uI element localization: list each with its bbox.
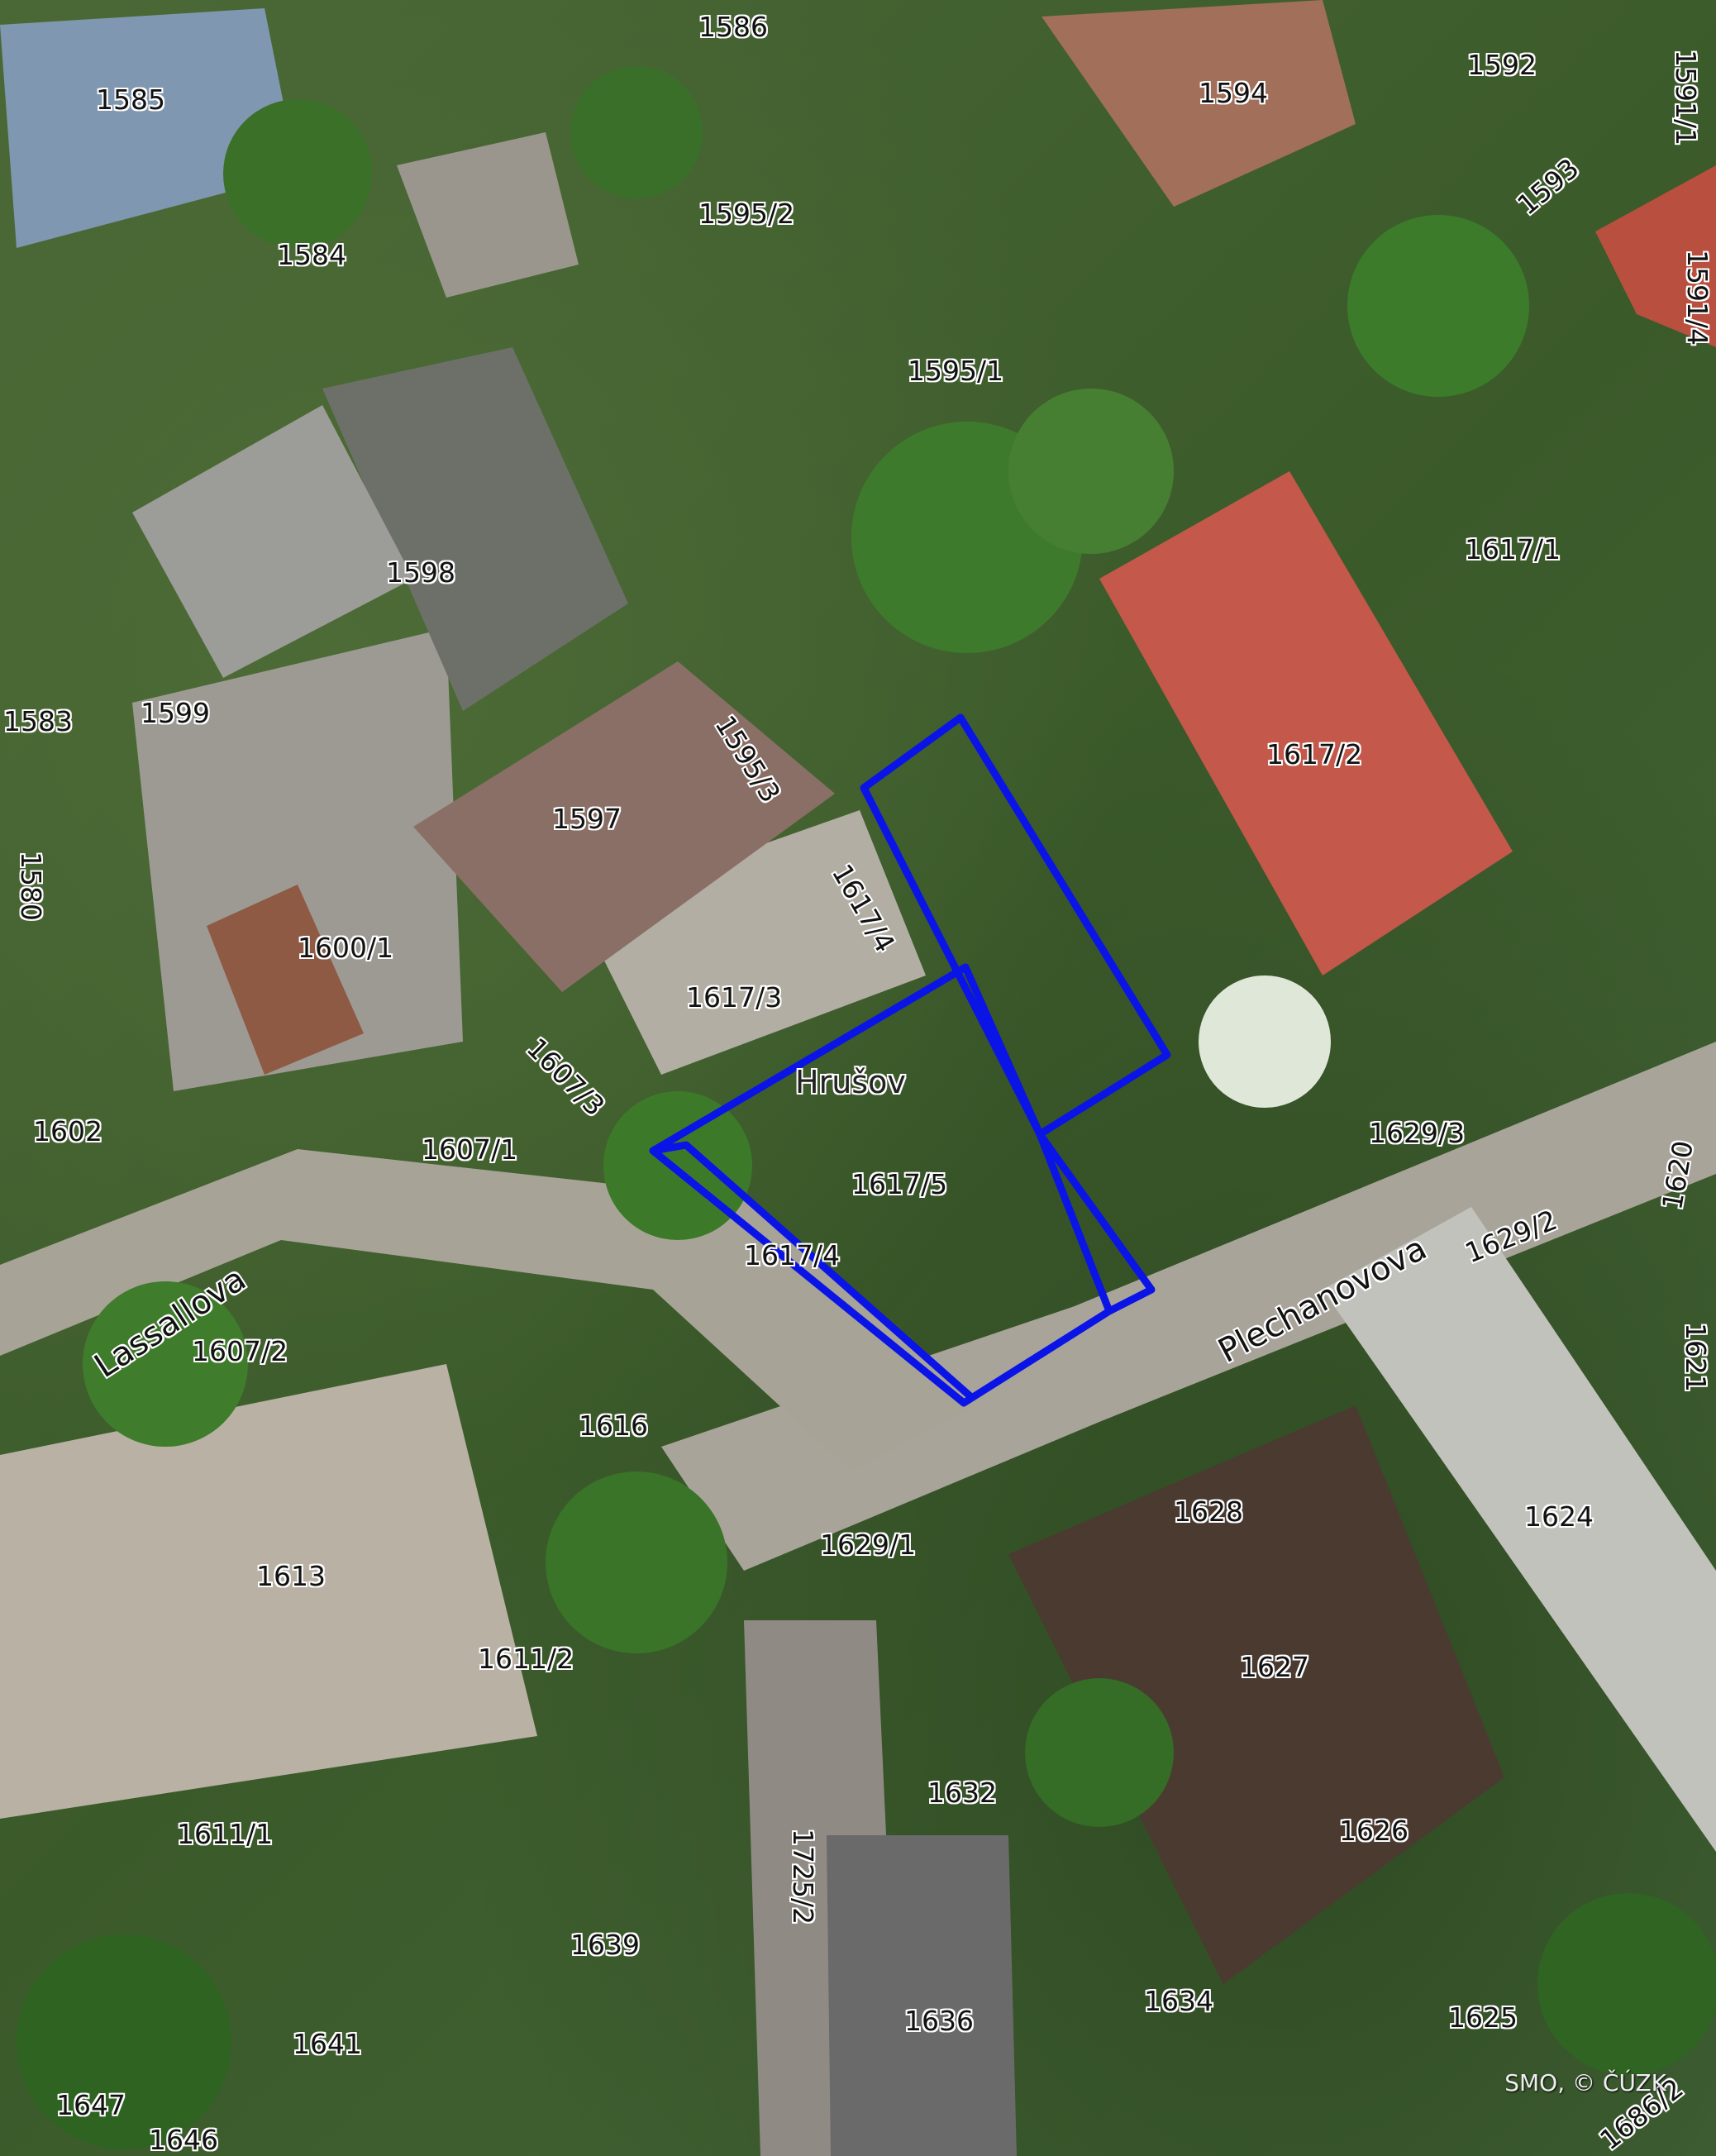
parcel-label-1611-2[interactable]: 1611/2 [478,1643,574,1675]
parcel-label-1595-1[interactable]: 1595/1 [908,355,1004,387]
garden-1628 [1008,1405,1504,1984]
parcel-label-1617-2[interactable]: 1617/2 [1266,738,1363,770]
tree-canopy [546,1472,727,1653]
parcel-label-1639[interactable]: 1639 [570,1929,640,1961]
tree-canopy [1347,215,1529,397]
locality-label: Hrušov [795,1064,906,1100]
yard-west [0,1364,537,1819]
tree-canopy [1199,975,1331,1108]
building-1585 [0,8,298,248]
parcel-label-1586[interactable]: 1586 [698,11,768,43]
highlighted-parcels [649,713,1171,1407]
parcel-label-1636[interactable]: 1636 [904,2005,974,2037]
parcel-label-1595-2[interactable]: 1595/2 [698,198,795,230]
parcel-label-1647[interactable]: 1647 [56,2089,126,2121]
parcel-label-1634[interactable]: 1634 [1144,1985,1213,2017]
parcel-label-1599[interactable]: 1599 [141,697,210,729]
parcel-label-1583[interactable]: 1583 [3,705,73,737]
road-plechanovova [661,1042,1716,1571]
parcel-label-1617-1[interactable]: 1617/1 [1465,533,1561,565]
tree-canopy [1008,389,1174,554]
parcel-label-1591-4[interactable]: 1591/4 [1681,250,1714,346]
tree-canopy [17,1934,231,2149]
parcel-label-1617-4-south[interactable]: 1617/4 [744,1239,841,1271]
parcel-label-1602[interactable]: 1602 [33,1115,102,1147]
parcel-label-1625[interactable]: 1625 [1448,2001,1518,2034]
copyright-notice: SMO, © ČÚZK [1504,2069,1666,2096]
parcel-label-1597[interactable]: 1597 [552,803,622,835]
parcel-label-1592[interactable]: 1592 [1467,49,1537,81]
tree-canopy [570,66,703,198]
parcel-label-1613[interactable]: 1613 [256,1560,326,1592]
parcel-label-1607-2[interactable]: 1607/2 [192,1335,288,1367]
tree-canopy [223,99,372,248]
parcel-label-1629-1[interactable]: 1629/1 [820,1529,917,1561]
parcel-label-1616[interactable]: 1616 [579,1410,648,1442]
building-garage [132,405,413,678]
parcel-label-1621[interactable]: 1621 [1680,1323,1712,1392]
building-1617-2 [1099,471,1513,975]
yard-center [579,810,926,1075]
parcel-label-1600-1[interactable]: 1600/1 [298,932,394,964]
parcel-label-1627[interactable]: 1627 [1240,1651,1309,1683]
parcel-label-1626[interactable]: 1626 [1339,1815,1409,1847]
parcel-label-1598[interactable]: 1598 [386,556,455,589]
parcel-label-1617-5[interactable]: 1617/5 [851,1168,948,1200]
parcel-label-1584[interactable]: 1584 [277,239,346,271]
parcel-label-1646[interactable]: 1646 [149,2124,218,2156]
parcel-outline-1617-4-south [652,1141,974,1400]
parcel-label-1632[interactable]: 1632 [927,1777,997,1809]
building-1597 [413,661,835,992]
building-1636 [827,1835,1017,2156]
parcel-label-1580[interactable]: 1580 [15,851,47,921]
parcel-label-1629-3[interactable]: 1629/3 [1369,1117,1466,1149]
parcel-label-1641[interactable]: 1641 [293,2028,362,2060]
parcel-outline-1617-5 [649,963,1113,1407]
parcel-outline-1617-4-north [860,713,1171,1138]
parcel-label-1585[interactable]: 1585 [96,83,165,116]
shed-north [397,132,579,298]
parcel-outline-strip [1037,1132,1156,1315]
parcel-label-1611-1[interactable]: 1611/1 [177,1818,274,1850]
tree-canopy [83,1281,248,1447]
yard-parking [132,628,463,1091]
parcel-label-1594[interactable]: 1594 [1199,77,1268,109]
road-lassallova [0,1149,975,1472]
building-1594 [1042,0,1356,207]
parcel-label-1607-1[interactable]: 1607/1 [422,1133,518,1166]
building-red-ne [1595,165,1716,347]
tree-canopy [1537,1893,1716,2075]
building-1624 [1323,1207,1716,1852]
parcel-label-1591-1[interactable]: 1591/1 [1670,50,1702,146]
parcel-label-1624[interactable]: 1624 [1524,1500,1594,1533]
parcel-label-1628[interactable]: 1628 [1174,1495,1243,1528]
building-1598 [322,347,628,711]
parcel-label-1725-2[interactable]: 1725/2 [787,1829,819,1925]
parcel-label-1617-3[interactable]: 1617/3 [686,981,783,1014]
tree-canopy [1025,1678,1174,1827]
building-1600-1 [207,885,364,1075]
